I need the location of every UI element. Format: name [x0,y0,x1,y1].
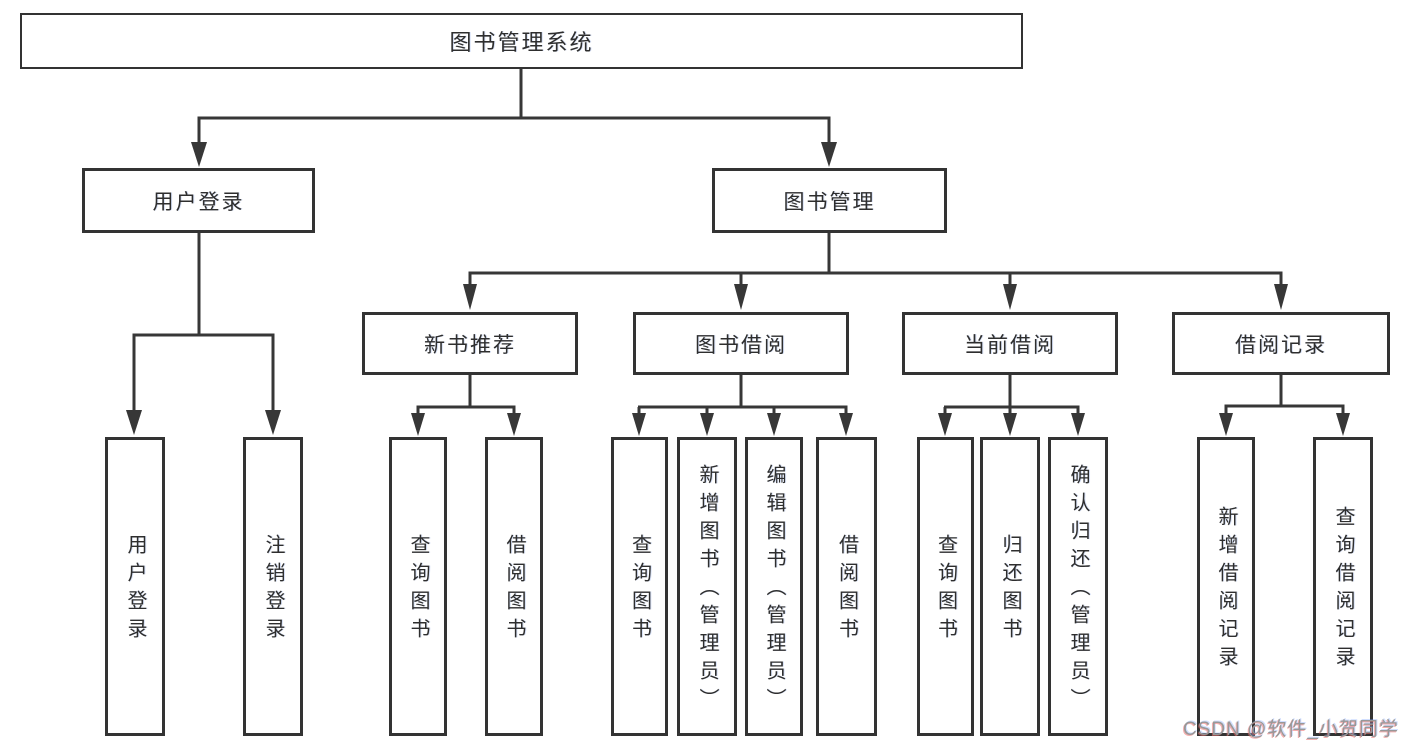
node-borrowing-records: 借阅记录 [1172,312,1390,375]
node-current-borrowing: 当前借阅 [902,312,1118,375]
leaf-add-borrow-record: 新增借阅记录 [1197,437,1255,736]
leaf-recommend-borrow-books: 借阅图书 [485,437,543,736]
leaf-current-query-books: 查询图书 [917,437,974,736]
leaf-add-books-admin: 新增图书（管理员） [677,437,737,736]
csdn-watermark: CSDN @软件_小贺同学 [1183,719,1399,740]
leaf-query-borrow-record: 查询借阅记录 [1313,437,1373,736]
leaf-recommend-query-books: 查询图书 [389,437,447,736]
node-user-login: 用户登录 [82,168,315,233]
node-library-management-system: 图书管理系统 [20,13,1023,69]
node-book-management: 图书管理 [712,168,947,233]
leaf-user-login: 用户登录 [105,437,165,736]
leaf-borrow-books: 借阅图书 [816,437,877,736]
leaf-borrowing-query-books: 查询图书 [611,437,668,736]
leaf-return-books: 归还图书 [980,437,1040,736]
leaf-logout: 注销登录 [243,437,303,736]
node-book-borrowing: 图书借阅 [633,312,849,375]
node-new-book-recommend: 新书推荐 [362,312,578,375]
leaf-confirm-return-admin: 确认归还（管理员） [1048,437,1108,736]
leaf-edit-books-admin: 编辑图书（管理员） [745,437,803,736]
